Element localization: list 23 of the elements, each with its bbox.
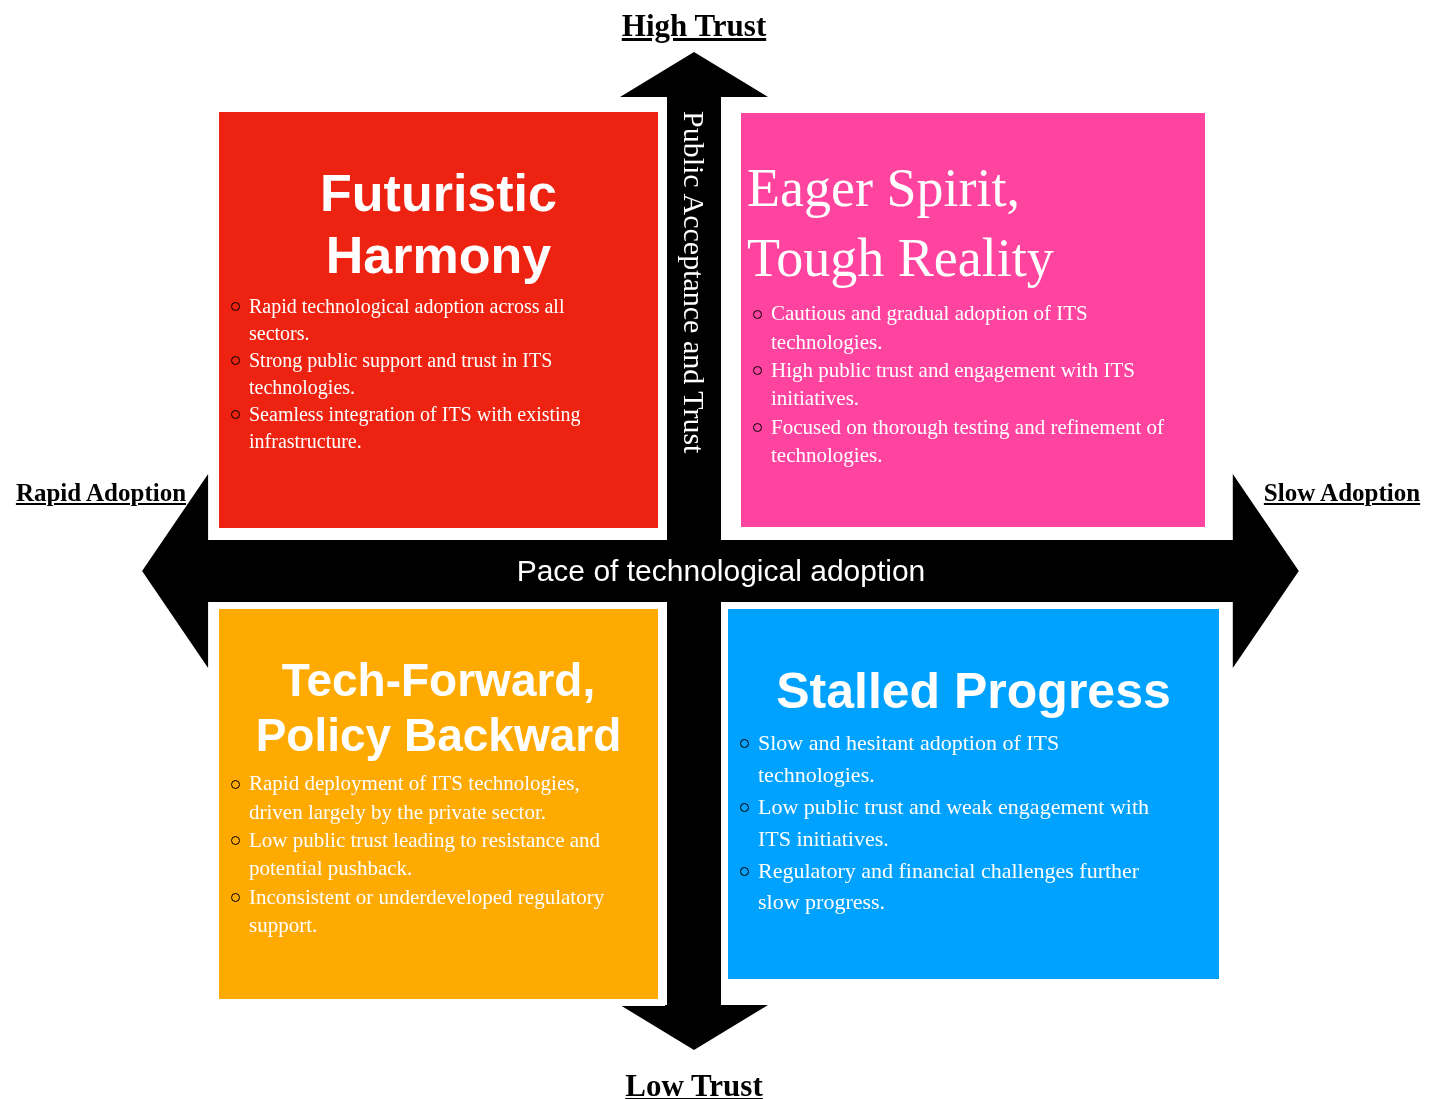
bullet-text: Seamless integration of ITS with existing infrastructure. (225, 400, 618, 455)
axis-label: Low Trust (625, 1068, 763, 1099)
bullet-text: Cautious and gradual adoption of ITS technologies. (747, 299, 1165, 357)
axis-label: Rapid Adoption (15, 479, 187, 507)
axis-label: Slow Adoption (1263, 479, 1421, 507)
bullet-text: High public trust and engagement with ITS initiatives. (747, 356, 1165, 413)
bullet-text: Regulatory and financial challenges further slow progress. (734, 854, 1149, 919)
bullet-text: Rapid technological adoption across all sectors. (225, 292, 618, 347)
bullet-text: Rapid deployment of ITS technologies, driven largely by the private sector. (225, 769, 628, 827)
quadrant-heading: Eager Spirit, Tough Reality (746, 157, 1055, 291)
bullet-text: Strong public support and trust in ITS technologies. (225, 346, 618, 401)
quadrant-heading: Stalled Progress (775, 662, 1172, 721)
quadrant-heading: Futuristic Harmony (319, 163, 558, 287)
quadrant-heading: Tech-Forward, Policy Backward (254, 653, 623, 764)
axis-label: High Trust (621, 8, 767, 44)
axis-title: Public Acceptance and Trust (677, 110, 711, 454)
bullet-text: Low public trust and weak engagement with ITS initiatives. (734, 790, 1149, 855)
bullet-text: Focused on thorough testing and refinement of technologies. (747, 412, 1165, 470)
axis-arrow (142, 474, 1299, 668)
axis-title: Pace of technological adoption (516, 554, 926, 588)
bullet-text: Slow and hesitant adoption of ITS technologies. (734, 727, 1149, 791)
bullet-text: Low public trust leading to resistance and potential pushback. (225, 826, 628, 883)
bullet-text: Inconsistent or underdeveloped regulatory support. (225, 882, 628, 940)
